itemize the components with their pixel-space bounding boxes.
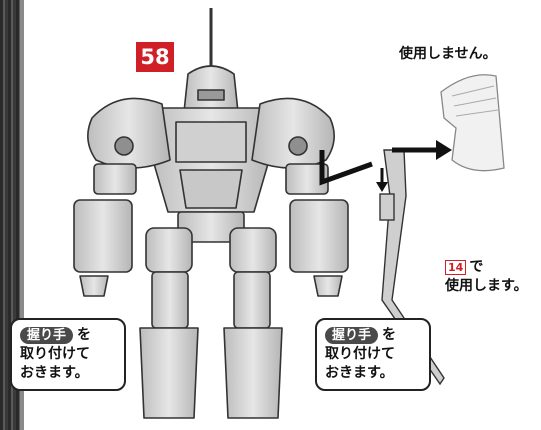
note-unused: 使用しません。 (399, 46, 497, 62)
callout-line2: 取り付けて (325, 346, 395, 362)
callout-line2: 取り付けて (20, 346, 90, 362)
callout-line3: おきます。 (325, 365, 394, 381)
note-use-line2: 使用します。 (445, 278, 528, 294)
callout-particle: を (382, 327, 397, 343)
callout-left-hand: 握り手を 取り付けて おきます。 (10, 318, 126, 391)
part-pill: 握り手 (20, 327, 74, 344)
note-use-line1: で (469, 259, 484, 275)
part-pill: 握り手 (325, 327, 379, 344)
step-ref-badge: 14 (445, 260, 467, 275)
step-number-badge: 58 (136, 42, 174, 72)
callout-particle: を (77, 327, 92, 343)
callout-line3: おきます。 (20, 365, 89, 381)
callout-right-hand: 握り手を 取り付けて おきます。 (315, 318, 431, 391)
